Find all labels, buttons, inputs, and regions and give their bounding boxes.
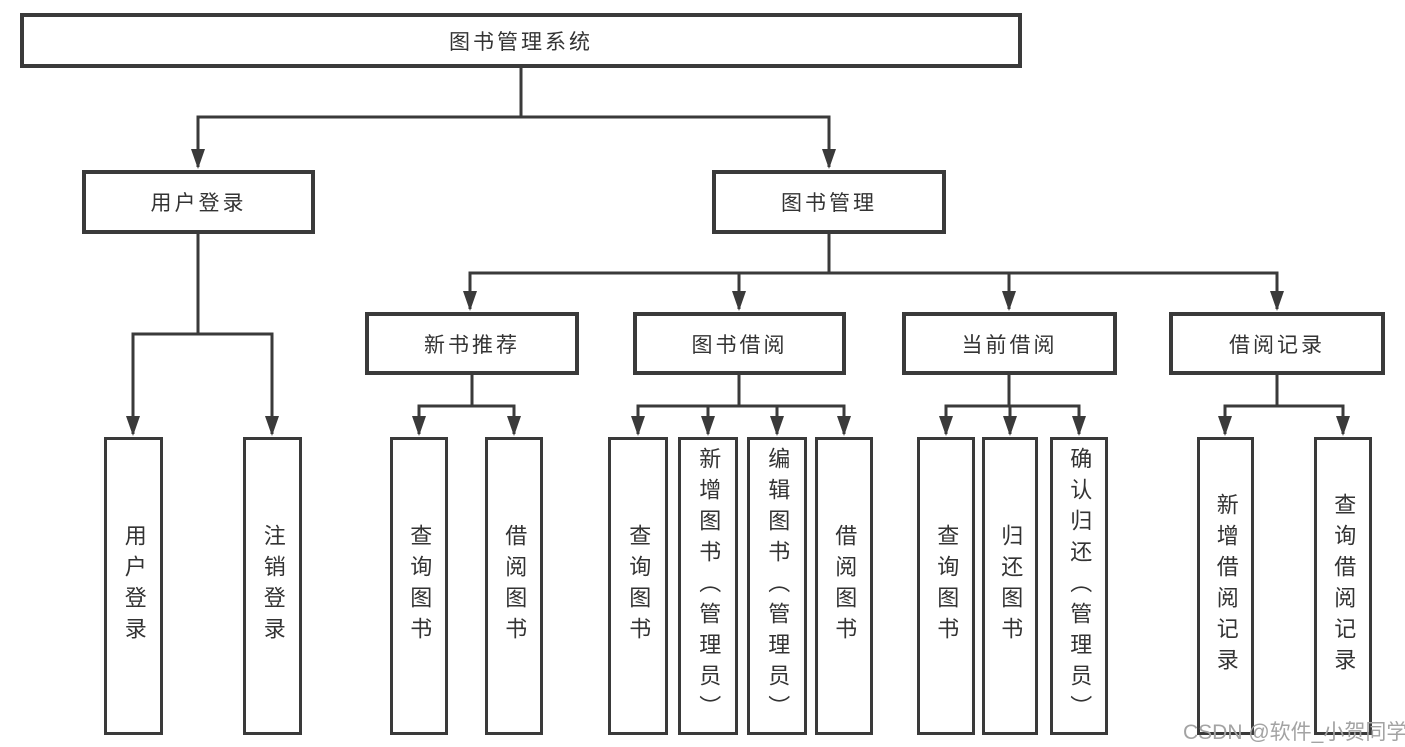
node-label: 用户登录 [150,192,247,215]
node-label: 新增图书（管理员） [696,446,722,726]
node-label: 查询图书 [934,524,960,648]
node-nr-query-books: 查询图书 [390,437,448,735]
node-bb-borrow-books: 借阅图书 [815,437,873,735]
node-label: 编辑图书（管理员） [765,446,791,726]
node-label: 新增借阅记录 [1213,493,1239,679]
node-br-query-record: 查询借阅记录 [1314,437,1372,735]
node-new-book-recommend: 新书推荐 [365,312,579,375]
node-label: 当前借阅 [961,333,1058,357]
node-bb-add-books-admin: 新增图书（管理员） [678,437,738,735]
node-label: 借阅图书 [832,524,858,648]
node-bb-edit-books-admin: 编辑图书（管理员） [747,437,807,735]
node-label: 图书管理 [781,192,877,215]
node-cb-return-books: 归还图书 [982,437,1038,735]
node-user-login: 用户登录 [82,170,315,234]
node-label: 查询图书 [626,524,652,648]
node-label: 归还图书 [998,524,1024,648]
node-cb-confirm-return-admin: 确认归还（管理员） [1050,437,1108,735]
node-label: 注销登录 [260,524,286,648]
node-book-management: 图书管理 [712,170,946,234]
node-bb-query-books: 查询图书 [608,437,668,735]
node-label: 查询借阅记录 [1331,493,1357,679]
node-label: 查询图书 [407,524,433,648]
node-cb-query-books: 查询图书 [917,437,975,735]
node-label: 图书借阅 [691,333,788,357]
node-label: 新书推荐 [424,333,520,357]
node-borrowing-records: 借阅记录 [1169,312,1385,375]
node-nr-borrow-books: 借阅图书 [485,437,543,735]
node-label: 借阅图书 [502,524,528,648]
node-label: 借阅记录 [1229,333,1325,357]
node-br-add-record: 新增借阅记录 [1197,437,1254,735]
node-label: 图书管理系统 [449,30,593,54]
node-library-management-system: 图书管理系统 [20,13,1022,68]
node-leaf-user-login: 用户登录 [104,437,163,735]
node-label: 用户登录 [121,524,147,648]
node-book-borrowing: 图书借阅 [633,312,846,375]
node-leaf-logout: 注销登录 [243,437,302,735]
node-current-borrowing: 当前借阅 [902,312,1117,375]
watermark: CSDN @软件_小贺同学 [1183,721,1405,744]
node-label: 确认归还（管理员） [1067,446,1093,726]
